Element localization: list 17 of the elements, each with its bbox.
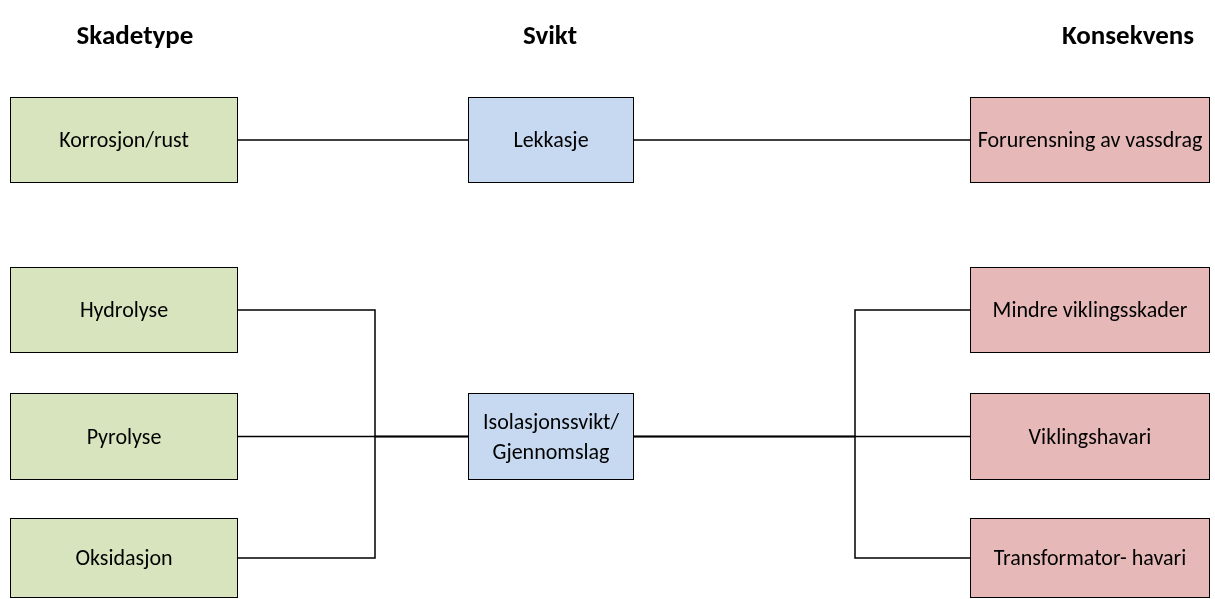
process-box: Isolasjonssvikt/ Gjennomslag <box>468 393 634 480</box>
process-box: Korrosjon/rust <box>10 97 238 183</box>
column-heading: Konsekvens <box>1062 18 1194 51</box>
process-box: Viklingshavari <box>970 393 1210 480</box>
process-box: Mindre viklingsskader <box>970 267 1210 353</box>
connector-line <box>237 139 469 141</box>
connector-line <box>237 435 469 559</box>
process-box: Oksidasjon <box>10 518 238 598</box>
process-box: Forurensning av vassdrag <box>970 97 1210 183</box>
connector-line <box>633 435 971 559</box>
process-box: Transformator- havari <box>970 518 1210 598</box>
process-box: Pyrolyse <box>10 393 238 480</box>
process-box: Lekkasje <box>468 97 634 183</box>
connector-line <box>633 139 971 141</box>
column-heading: Skadetype <box>76 18 194 51</box>
process-box: Hydrolyse <box>10 267 238 353</box>
column-heading: Svikt <box>522 18 578 51</box>
